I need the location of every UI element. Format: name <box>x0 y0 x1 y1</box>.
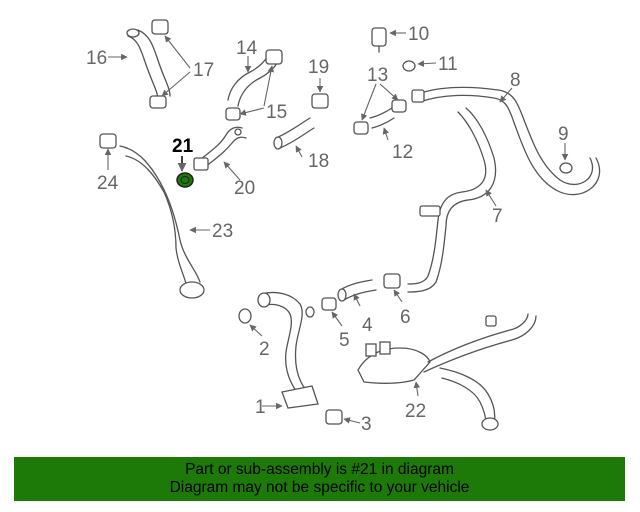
callout-10: 10 <box>408 24 429 45</box>
callout-6: 6 <box>400 307 411 328</box>
leader-13b <box>379 83 399 101</box>
leader-17a <box>164 35 191 69</box>
hose-4 <box>337 279 377 302</box>
clamp-15 <box>225 49 283 121</box>
sensor-10 <box>371 27 387 53</box>
banner-line-1: Part or sub-assembly is #21 in diagram <box>185 461 454 478</box>
leader-3 <box>343 417 361 424</box>
leader-6 <box>393 289 403 303</box>
hose-23 <box>119 145 205 299</box>
callout-24: 24 <box>97 173 119 194</box>
leader-12 <box>382 127 390 141</box>
pipe-7 <box>407 107 497 293</box>
leader-11 <box>417 60 437 67</box>
banner-line-2: Diagram may not be specific to your vehi… <box>169 479 470 496</box>
leader-13a <box>361 83 377 121</box>
leader-7 <box>485 189 497 207</box>
callout-13: 13 <box>367 65 388 86</box>
pipe-1 <box>257 291 319 409</box>
leader-15b <box>239 107 265 116</box>
callout-2: 2 <box>259 339 270 360</box>
info-banner: Part or sub-assembly is #21 in diagram D… <box>14 457 625 501</box>
leader-15a <box>263 65 275 107</box>
clamp-19 <box>311 93 329 109</box>
leader-2 <box>249 324 263 337</box>
callout-16: 16 <box>86 48 107 69</box>
clamp-3 <box>325 409 343 425</box>
callout-21: 21 <box>172 136 194 157</box>
callout-12: 12 <box>392 142 413 163</box>
callout-8: 8 <box>510 70 521 91</box>
leader-5 <box>331 311 343 327</box>
leader-18 <box>295 145 303 158</box>
leader-4 <box>353 293 361 307</box>
callout-14: 14 <box>236 38 258 59</box>
clamp-17 <box>149 19 169 109</box>
callout-7: 7 <box>492 206 503 227</box>
clamp-6 <box>383 273 401 289</box>
clamp-24 <box>99 133 117 149</box>
callout-18: 18 <box>308 151 329 172</box>
callout-11: 11 <box>438 54 458 75</box>
parts-diagram: 1 2 3 4 5 6 7 8 9 10 11 12 13 14 15 16 1… <box>86 19 601 435</box>
callout-20: 20 <box>234 178 255 199</box>
callout-22: 22 <box>405 401 426 422</box>
leader-22 <box>413 381 421 397</box>
callout-3: 3 <box>361 414 372 435</box>
clamp-13 <box>353 99 407 135</box>
o-ring-21 <box>176 172 194 188</box>
callout-17: 17 <box>193 60 214 81</box>
clamp-5 <box>321 297 337 311</box>
hose-12 <box>369 107 395 129</box>
pipe-22 <box>357 313 537 431</box>
callout-15: 15 <box>266 102 287 123</box>
o-ring-11 <box>402 60 416 72</box>
leader-20 <box>223 161 241 181</box>
leader-17b <box>161 71 191 97</box>
o-ring-9 <box>559 162 573 174</box>
pipe-20 <box>193 126 247 171</box>
hose-18 <box>273 117 315 150</box>
callout-19: 19 <box>308 57 329 78</box>
callout-1: 1 <box>255 397 266 418</box>
hose-16 <box>126 28 171 101</box>
callout-9: 9 <box>558 124 569 145</box>
callout-23: 23 <box>212 221 233 242</box>
o-ring-2 <box>238 308 252 324</box>
pipe-8 <box>411 86 601 196</box>
leader-8 <box>499 87 513 103</box>
callout-4: 4 <box>362 315 373 336</box>
callout-5: 5 <box>339 330 350 351</box>
